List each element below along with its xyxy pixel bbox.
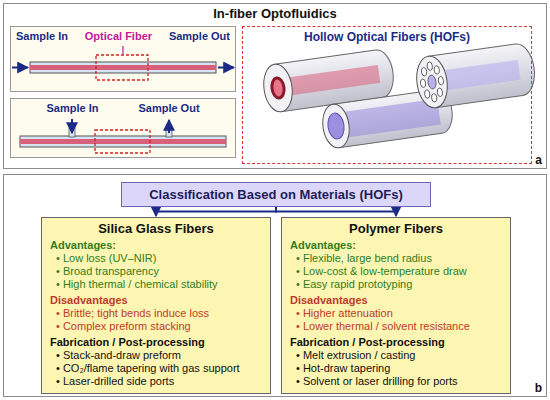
box-title: Silica Glass Fibers	[50, 221, 262, 237]
fiber-panel: Sample In Sample Out	[10, 98, 236, 158]
panel-letter: b	[535, 381, 542, 395]
hof-group: Hollow Optical Fibers (HOFs)	[242, 26, 532, 164]
list-item: • Easy rapid prototyping	[290, 278, 502, 291]
list-item: • Lower thermal / solvent resistance	[290, 320, 502, 333]
label-row: Sample In Sample Out	[11, 99, 235, 114]
flow-label: Sample Out	[169, 30, 230, 42]
list-item: • CO₂/flame tapering with gas support	[50, 362, 262, 375]
group-title: Hollow Optical Fibers (HOFs)	[243, 27, 531, 44]
panel-fill	[10, 98, 236, 158]
list-item: Fabrication / Post-processing	[50, 336, 262, 349]
material-box: Polymer FibersAdvantages:• Flexible, lar…	[281, 217, 511, 394]
material-box: Silica Glass FibersAdvantages:• Low loss…	[41, 217, 271, 394]
list-item: • Complex preform stacking	[50, 320, 262, 333]
flow-label: Sample In	[16, 30, 68, 42]
list-item: • Low-cost & low-temperature draw	[290, 265, 502, 278]
list-item: • Laser-drilled side ports	[50, 375, 262, 388]
list-item: Fabrication / Post-processing	[290, 336, 502, 349]
hollow-fiber-purple-core	[320, 88, 455, 150]
label-row: Sample In Optical Fiber Sample Out	[11, 27, 235, 42]
fiber-panel: Sample In Optical Fiber Sample Out	[10, 26, 236, 92]
list-item: Advantages:	[290, 239, 502, 252]
panel-fill	[10, 26, 236, 92]
split-arrow	[156, 207, 276, 216]
list-item: Disadvantages	[50, 294, 262, 307]
list-item: Advantages:	[50, 239, 262, 252]
list-item: • Higher attenuation	[290, 307, 502, 320]
panel-title: In-fiber Optofluidics	[4, 4, 546, 21]
straight-fiber	[12, 46, 234, 80]
list-item: • Brittle; tight bends induce loss	[50, 307, 262, 320]
flow-label: Sample In	[46, 102, 98, 114]
split-arrow	[276, 207, 396, 216]
list-item: • Low loss (UV–NIR)	[50, 252, 262, 265]
panel-letter: a	[535, 153, 542, 167]
hollow-fiber-microstructured	[414, 42, 538, 110]
panel-b: b Classification Based on Materials (HOFs…	[3, 174, 547, 397]
header-box: Classification Based on Materials (HOFs)	[121, 182, 431, 207]
list-item: • High thermal / chemical stability	[50, 278, 262, 291]
list-item: • Melt extrusion / casting	[290, 349, 502, 362]
side-port-fiber	[20, 119, 226, 153]
list-item: • Stack-and-draw preform	[50, 349, 262, 362]
panel-a: In-fiber Optofluidics a Sample In Optical F…	[3, 3, 547, 169]
list-item: • Flexible, large bend radius	[290, 252, 502, 265]
flow-label: Sample Out	[138, 102, 199, 114]
header-text: Classification Based on Materials (HOFs)	[122, 183, 430, 206]
fiber-label: Optical Fiber	[85, 30, 152, 42]
box-title: Polymer Fibers	[290, 221, 502, 237]
list-item: • Hot-draw tapering	[290, 362, 502, 375]
list-item: • Broad transparency	[50, 265, 262, 278]
list-item: Disadvantages	[290, 294, 502, 307]
list-item: • Solvent or laser drilling for ports	[290, 375, 502, 388]
